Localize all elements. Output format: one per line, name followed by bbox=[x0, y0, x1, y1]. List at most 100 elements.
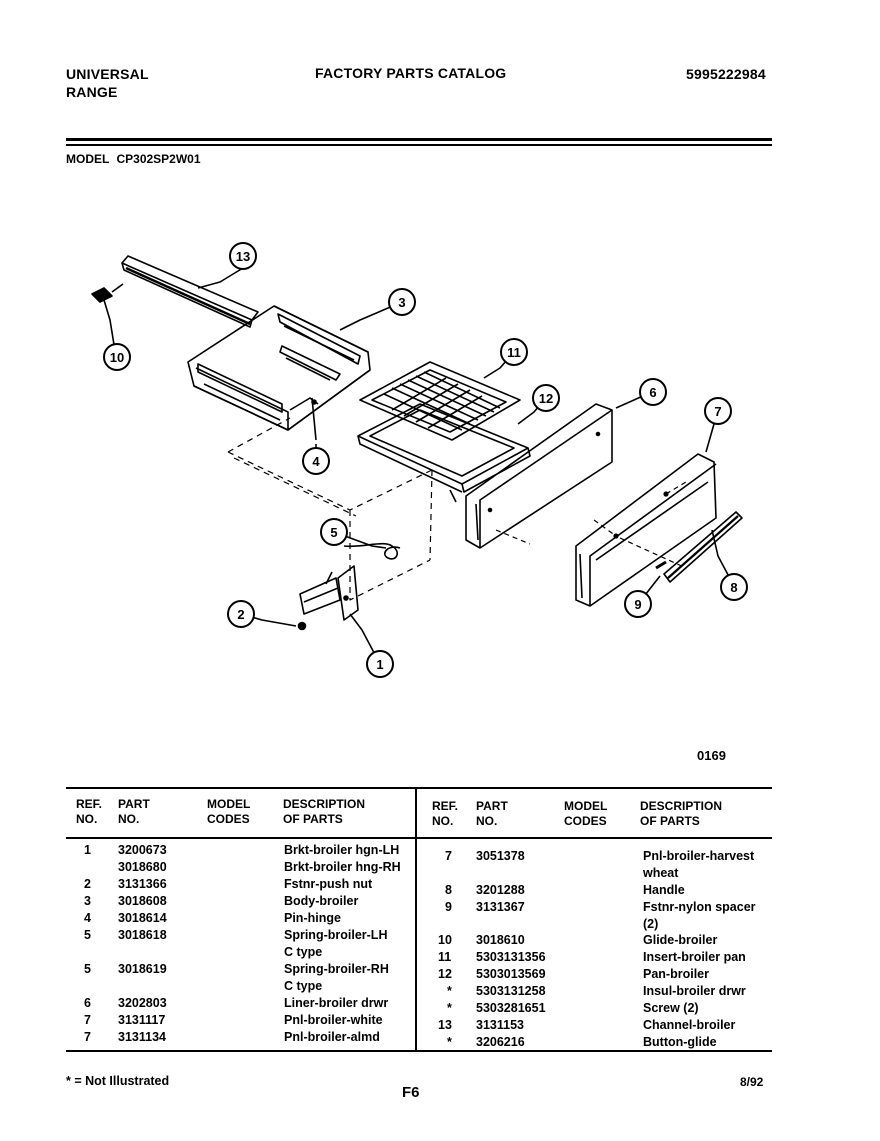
right-row-9-ref: 13 bbox=[438, 1018, 452, 1032]
right-row-3-ref: 9 bbox=[445, 900, 452, 914]
callout-10-label: 10 bbox=[110, 350, 124, 365]
table-rule-bottom bbox=[66, 1050, 772, 1052]
left-row-7-part: 3018619 bbox=[118, 962, 167, 976]
callout-4: 4 bbox=[302, 447, 330, 475]
right-row-4-desc: Glide-broiler bbox=[643, 933, 718, 947]
left-row-2-part: 3018680 bbox=[118, 860, 167, 874]
part-13-channel-broiler bbox=[121, 255, 259, 321]
page-number: F6 bbox=[402, 1084, 420, 1101]
table-rule-header bbox=[66, 837, 772, 839]
left-row-6-desc: Spring-broiler-LH bbox=[284, 928, 388, 942]
callout-13: 13 bbox=[229, 242, 257, 270]
left-row-1-part: 3200673 bbox=[118, 843, 167, 857]
part-5-spring bbox=[343, 542, 401, 560]
left-row-9-part: 3131117 bbox=[118, 1013, 166, 1027]
right-row-2-desc: Handle bbox=[643, 883, 685, 897]
table-divider bbox=[415, 787, 417, 1051]
left-header-model-codes: MODEL CODES bbox=[207, 797, 251, 826]
callout-12-label: 12 bbox=[539, 391, 553, 406]
right-row-6-part: 5303013569 bbox=[476, 967, 546, 981]
part-1-bracket-hinge bbox=[299, 565, 359, 621]
diagram-code: 0169 bbox=[697, 748, 726, 763]
right-row-4-part: 3018610 bbox=[476, 933, 525, 947]
right-row-8-ref: * bbox=[447, 1001, 452, 1015]
left-row-10-ref: 7 bbox=[84, 1030, 91, 1044]
left-header-part-no: PART NO. bbox=[118, 797, 150, 826]
left-row-6-part: 3018618 bbox=[118, 928, 167, 942]
part-7-broiler-panel bbox=[575, 453, 717, 607]
right-row-8-desc: Screw (2) bbox=[643, 1001, 699, 1015]
header-rule-bottom bbox=[66, 144, 772, 146]
left-row-2-desc: Brkt-broiler hng-RH bbox=[284, 860, 401, 874]
left-row-6-ref: 5 bbox=[84, 928, 91, 942]
right-row-9-part: 3131153 bbox=[476, 1018, 524, 1032]
right-row-3-part: 3131367 bbox=[476, 900, 525, 914]
right-row-9-desc: Channel-broiler bbox=[643, 1018, 736, 1032]
right-row-3-desc-2: (2) bbox=[643, 917, 659, 931]
left-row-9-desc: Pnl-broiler-white bbox=[284, 1013, 383, 1027]
catalog-date: 8/92 bbox=[740, 1075, 764, 1089]
right-row-1-desc: Pnl-broiler-harvest bbox=[643, 849, 755, 863]
left-row-1-ref: 1 bbox=[84, 843, 91, 857]
right-row-3-desc: Fstnr-nylon spacer bbox=[643, 900, 756, 914]
left-row-5-part: 3018614 bbox=[118, 911, 167, 925]
right-row-5-desc: Insert-broiler pan bbox=[643, 950, 746, 964]
callout-8-label: 8 bbox=[730, 580, 737, 595]
right-row-4-ref: 10 bbox=[438, 933, 452, 947]
left-row-9-ref: 7 bbox=[84, 1013, 91, 1027]
left-row-3-part: 3131366 bbox=[118, 877, 167, 891]
callout-2-label: 2 bbox=[237, 607, 244, 622]
model-label: MODEL bbox=[66, 152, 110, 166]
right-row-10-ref: * bbox=[447, 1035, 452, 1049]
part-10-glide bbox=[91, 287, 113, 303]
table-rule-top bbox=[66, 787, 772, 789]
callout-3: 3 bbox=[388, 288, 416, 316]
callout-6: 6 bbox=[639, 378, 667, 406]
callout-10: 10 bbox=[103, 343, 131, 371]
left-row-7-desc-2: C type bbox=[284, 979, 323, 993]
right-header-part-no: PART NO. bbox=[476, 799, 508, 828]
left-header-ref-no: REF. NO. bbox=[76, 797, 103, 826]
right-row-5-part: 5303131356 bbox=[476, 950, 546, 964]
callout-4-label: 4 bbox=[312, 454, 320, 469]
header-rule-top bbox=[66, 138, 772, 141]
left-row-7-ref: 5 bbox=[84, 962, 91, 976]
right-header-model-codes: MODEL CODES bbox=[564, 799, 608, 828]
left-header-description: DESCRIPTION OF PARTS bbox=[283, 797, 366, 826]
callout-11-label: 11 bbox=[507, 345, 521, 360]
part-2-push-nut bbox=[297, 621, 307, 631]
callout-5: 5 bbox=[320, 518, 348, 546]
right-row-1-part: 3051378 bbox=[476, 849, 525, 863]
right-row-6-ref: 12 bbox=[438, 967, 452, 981]
model-line: MODEL CP302SP2W01 bbox=[66, 152, 201, 166]
left-row-8-ref: 6 bbox=[84, 996, 91, 1010]
part-3-body-broiler bbox=[187, 305, 371, 431]
left-row-6-desc-2: C type bbox=[284, 945, 323, 959]
right-row-10-part: 3206216 bbox=[476, 1035, 525, 1049]
callout-12: 12 bbox=[532, 384, 560, 412]
callout-5-label: 5 bbox=[330, 525, 337, 540]
model-number: CP302SP2W01 bbox=[116, 152, 201, 166]
part-12-pan-broiler bbox=[357, 403, 531, 493]
right-row-1-desc-2: wheat bbox=[643, 866, 679, 880]
left-row-8-desc: Liner-broiler drwr bbox=[284, 996, 389, 1010]
left-row-10-desc: Pnl-broiler-almd bbox=[284, 1030, 380, 1044]
right-row-2-part: 3201288 bbox=[476, 883, 525, 897]
right-row-10-desc: Button-glide bbox=[643, 1035, 717, 1049]
right-row-6-desc: Pan-broiler bbox=[643, 967, 709, 981]
callout-7-label: 7 bbox=[714, 404, 721, 419]
left-row-5-ref: 4 bbox=[84, 911, 91, 925]
callout-6-label: 6 bbox=[649, 385, 656, 400]
right-row-7-desc: Insul-broiler drwr bbox=[643, 984, 746, 998]
brand-line-1: UNIVERSAL bbox=[66, 66, 149, 82]
exploded-parts-diagram: 13 10 3 4 11 12 6 7 8 9 5 2 1 bbox=[91, 242, 748, 678]
left-row-4-ref: 3 bbox=[84, 894, 91, 908]
left-row-1-desc: Brkt-broiler hgn-LH bbox=[284, 843, 400, 857]
catalog-number: 5995222984 bbox=[686, 66, 766, 82]
left-row-4-part: 3018608 bbox=[118, 894, 167, 908]
right-row-5-ref: 11 bbox=[438, 950, 452, 964]
left-row-10-part: 3131134 bbox=[118, 1030, 166, 1044]
catalog-title: FACTORY PARTS CATALOG bbox=[315, 65, 507, 81]
callout-9: 9 bbox=[624, 590, 652, 618]
not-illustrated-note: * = Not Illustrated bbox=[66, 1074, 170, 1088]
